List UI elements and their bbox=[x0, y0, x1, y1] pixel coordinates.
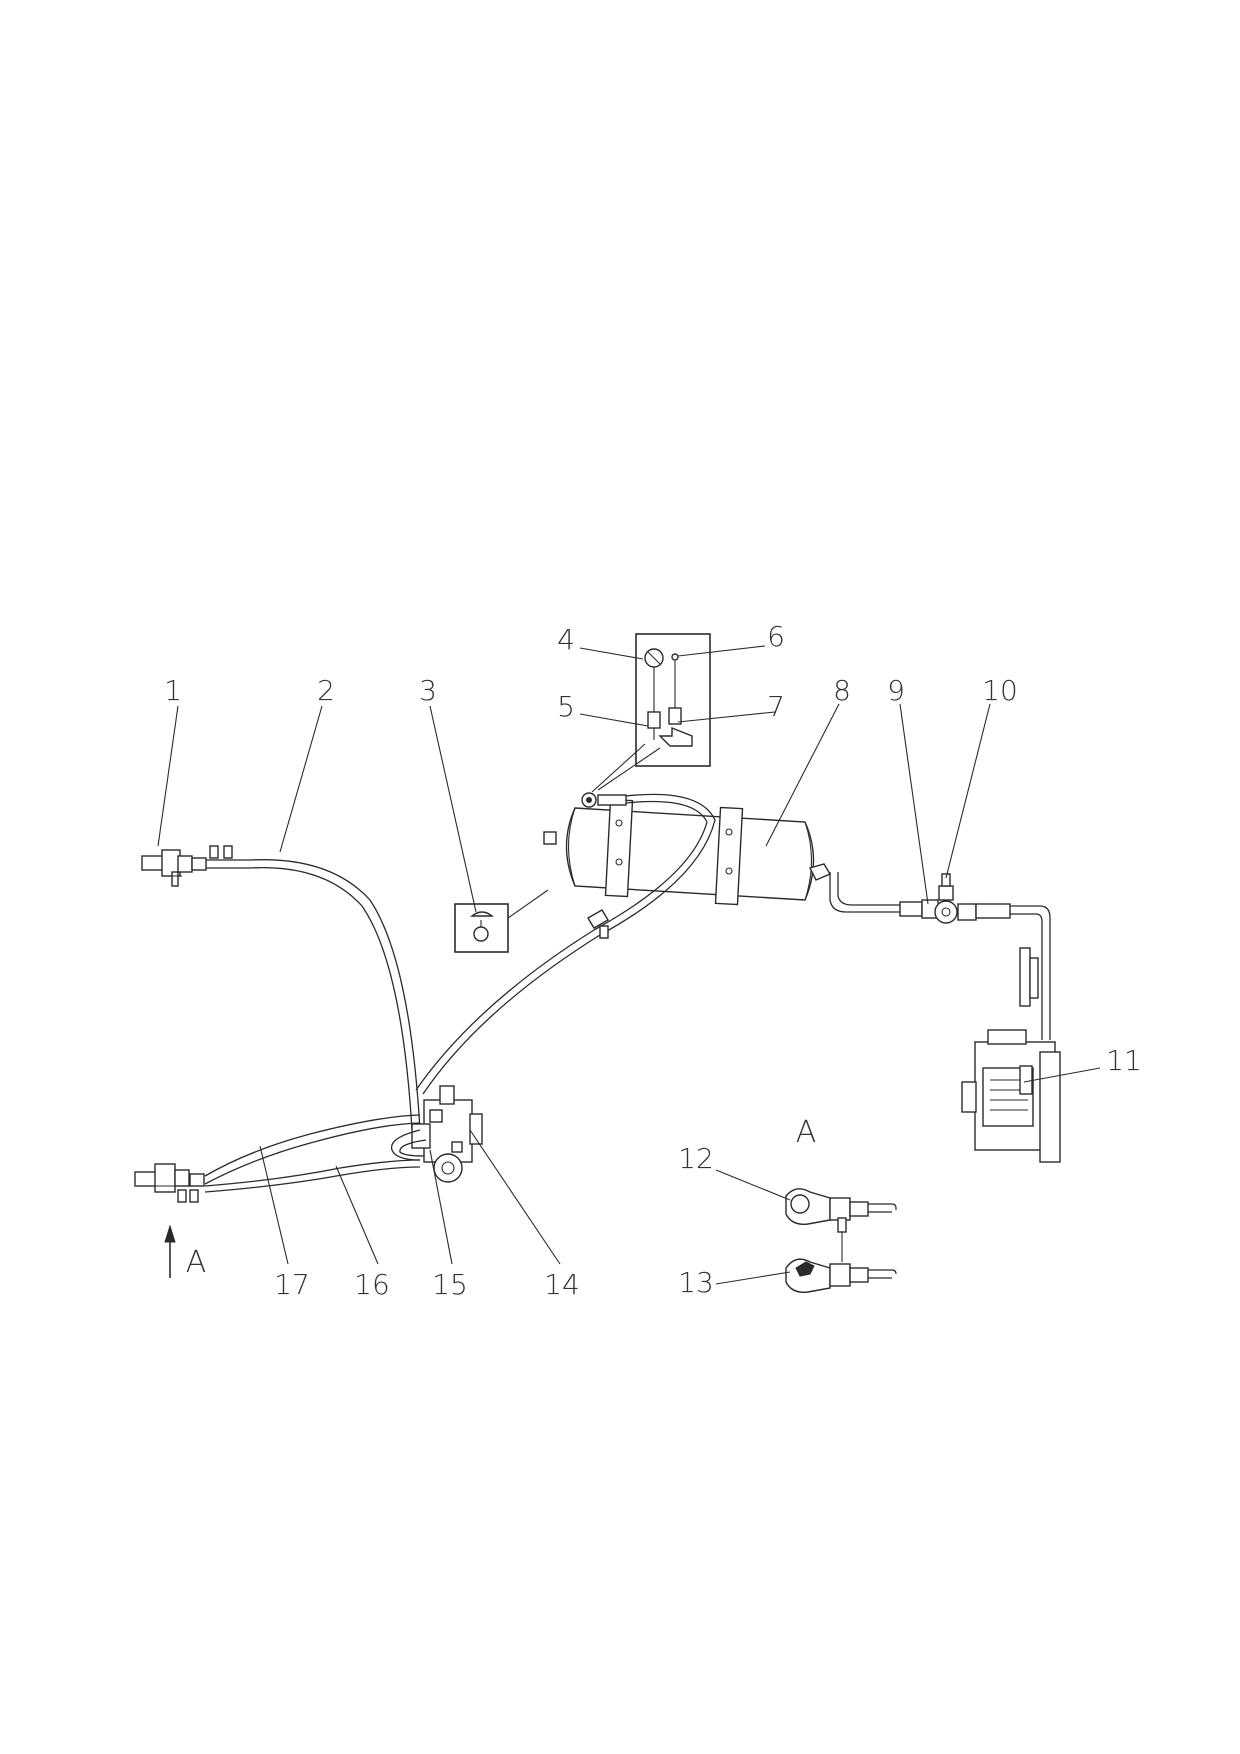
view-arrow bbox=[164, 1224, 176, 1278]
callout-17: 17 bbox=[274, 1268, 310, 1301]
callout-11: 11 bbox=[1106, 1044, 1142, 1077]
callout-4: 4 bbox=[557, 623, 575, 656]
callout-16: 16 bbox=[354, 1268, 390, 1301]
view-arrow-label: A bbox=[186, 1245, 207, 1280]
pipe-tank-to-compressor bbox=[829, 872, 1051, 1040]
callout-3: 3 bbox=[419, 674, 437, 707]
callout-14: 14 bbox=[544, 1268, 580, 1301]
callout-15: 15 bbox=[432, 1268, 468, 1301]
gauge-panel bbox=[591, 633, 711, 793]
callout-5: 5 bbox=[557, 690, 575, 723]
view-a-title: A bbox=[796, 1115, 817, 1150]
callout-10: 10 bbox=[982, 674, 1018, 707]
trailer-control-valve bbox=[390, 1085, 483, 1183]
callout-1: 1 bbox=[164, 674, 182, 707]
view-a-couplings bbox=[785, 1188, 897, 1293]
callout-6: 6 bbox=[767, 620, 785, 653]
callout-7: 7 bbox=[767, 690, 785, 723]
pipe-tank-to-valve bbox=[415, 793, 716, 1095]
pipe-2 bbox=[205, 859, 421, 1131]
callout-12: 12 bbox=[678, 1142, 714, 1175]
callout-9: 9 bbox=[887, 674, 905, 707]
callout-8: 8 bbox=[833, 674, 851, 707]
compressor bbox=[961, 1029, 1061, 1163]
leader-lines bbox=[157, 645, 1101, 1285]
coupling-head-1 bbox=[141, 845, 233, 887]
drain-valve-box bbox=[454, 889, 549, 953]
air-tank bbox=[543, 792, 832, 906]
callout-13: 13 bbox=[678, 1266, 714, 1299]
pipes-16-17 bbox=[204, 1114, 421, 1193]
callout-labels: 1 2 3 4 5 6 7 8 9 10 11 12 13 14 15 16 1… bbox=[164, 620, 1142, 1301]
callout-2: 2 bbox=[317, 674, 335, 707]
coupling-head-lower bbox=[134, 1163, 205, 1203]
